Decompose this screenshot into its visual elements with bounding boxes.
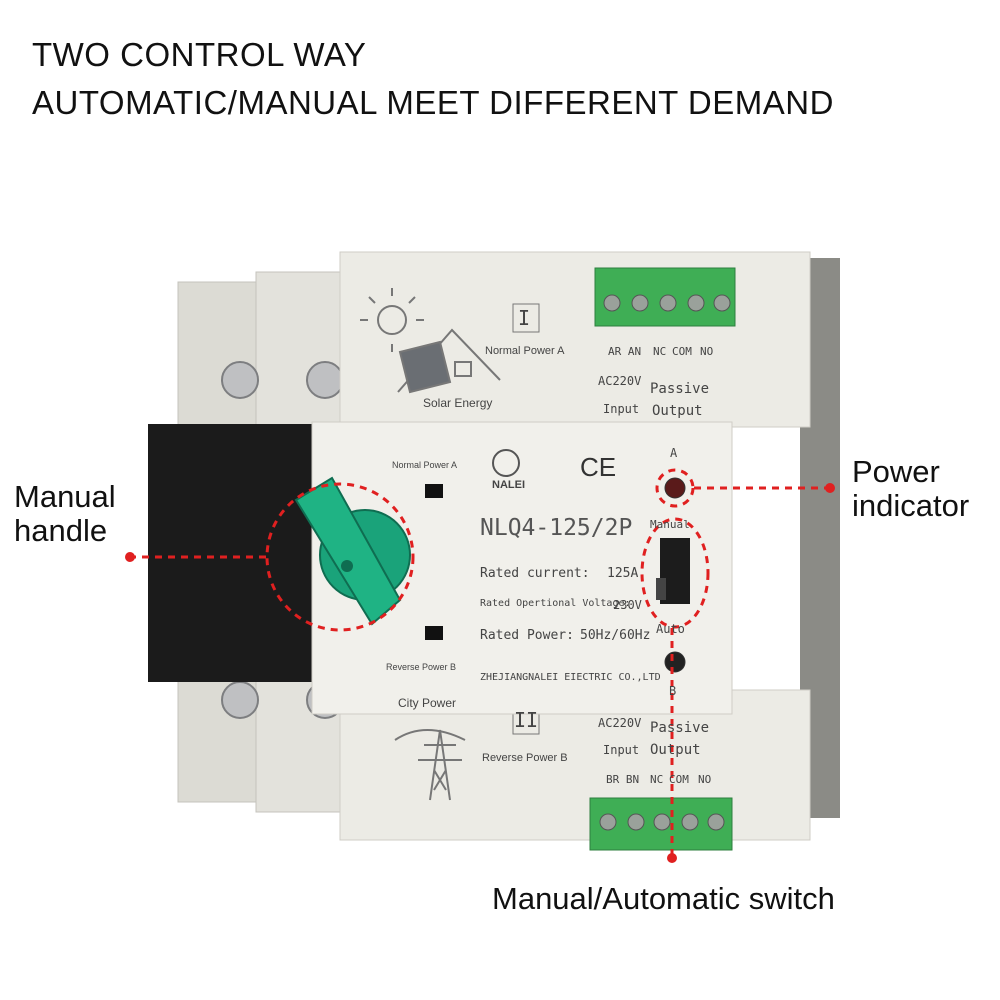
bottom-input-label: Input — [603, 743, 640, 757]
manual-handle-line-1: Manual — [14, 479, 116, 514]
indicator-light-a — [664, 477, 686, 499]
voltage-value: 230V — [613, 598, 642, 612]
brand-logo-icon — [492, 449, 520, 477]
rated-power-value: 50Hz/60Hz — [580, 628, 651, 643]
solar-energy-label: Solar Energy — [423, 396, 493, 410]
power-indicator-line-2: indicator — [852, 488, 970, 523]
top-terminals-label: AR AN — [608, 345, 642, 358]
bottom-terminal-block — [589, 797, 733, 851]
pylon-icon — [394, 729, 466, 801]
roman-label-1: I — [518, 306, 531, 330]
bottom-terminals-label: BR BN — [606, 773, 640, 786]
ce-mark: CE — [580, 452, 617, 482]
front-normal-power-label: Normal Power A — [392, 460, 458, 470]
top-normal-power-label: Normal Power A — [485, 345, 565, 357]
indicator-light-b — [664, 651, 686, 673]
brand-label: NALEI — [492, 479, 525, 491]
top-com-label: COM — [672, 345, 692, 358]
roman-label-2: II — [514, 708, 539, 732]
manual-handle-callout: Manual handle — [14, 480, 116, 548]
top-ac-label: AC220V — [598, 374, 642, 388]
top-input-label: Input — [603, 402, 640, 416]
top-terminal-block — [594, 267, 736, 327]
auto-label: Auto — [656, 622, 685, 636]
slider-knob — [656, 578, 666, 600]
manual-handle-line-2: handle — [14, 513, 108, 548]
rated-current-label: Rated current: — [480, 566, 590, 581]
power-indicator-callout: Power indicator — [852, 455, 969, 523]
top-module — [339, 251, 811, 428]
callout-dots — [125, 483, 835, 863]
window-a — [425, 484, 443, 498]
voltage-label: Rated Opertional Voltage: — [480, 598, 631, 609]
bottom-reverse-power-label: Reverse Power B — [482, 752, 568, 764]
bottom-no-label: NO — [698, 773, 712, 786]
maker-label: ZHEJIANGNALEI EIECTRIC CO.,LTD — [480, 672, 661, 683]
bottom-com-label: COM — [669, 773, 689, 786]
bottom-ac-label: AC220V — [598, 716, 642, 730]
switch-callout: Manual/Automatic switch — [492, 881, 835, 916]
bottom-output-label: Output — [650, 742, 701, 758]
bottom-nc-label: NC — [650, 773, 664, 786]
top-output-label: Output — [652, 403, 703, 419]
callout-lines — [130, 468, 830, 858]
bottom-passive-label: Passive — [650, 720, 710, 736]
power-indicator-line-1: Power — [852, 454, 940, 489]
indicator-b-label: B — [669, 684, 677, 698]
solar-house-icon — [360, 288, 501, 394]
roman-box-1 — [512, 303, 540, 333]
rated-power-label: Rated Power: — [480, 628, 574, 643]
manual-handle-knob — [294, 476, 411, 626]
indicator-a-label: A — [670, 446, 678, 460]
rated-current-value: 125A — [607, 566, 639, 581]
top-nc-label: NC — [653, 345, 667, 358]
top-no-label: NO — [700, 345, 714, 358]
headline-line-1: TWO CONTROL WAY — [32, 36, 367, 73]
headline-line-2: AUTOMATIC/MANUAL MEET DIFFERENT DEMAND — [32, 84, 834, 121]
front-reverse-power-label: Reverse Power B — [386, 662, 457, 672]
manual-label: Manual — [650, 518, 690, 531]
handle-housing — [148, 424, 316, 682]
window-b — [425, 626, 443, 640]
model-label: NLQ4-125/2P — [480, 515, 633, 541]
top-passive-label: Passive — [650, 381, 710, 397]
city-power-label: City Power — [398, 696, 457, 710]
